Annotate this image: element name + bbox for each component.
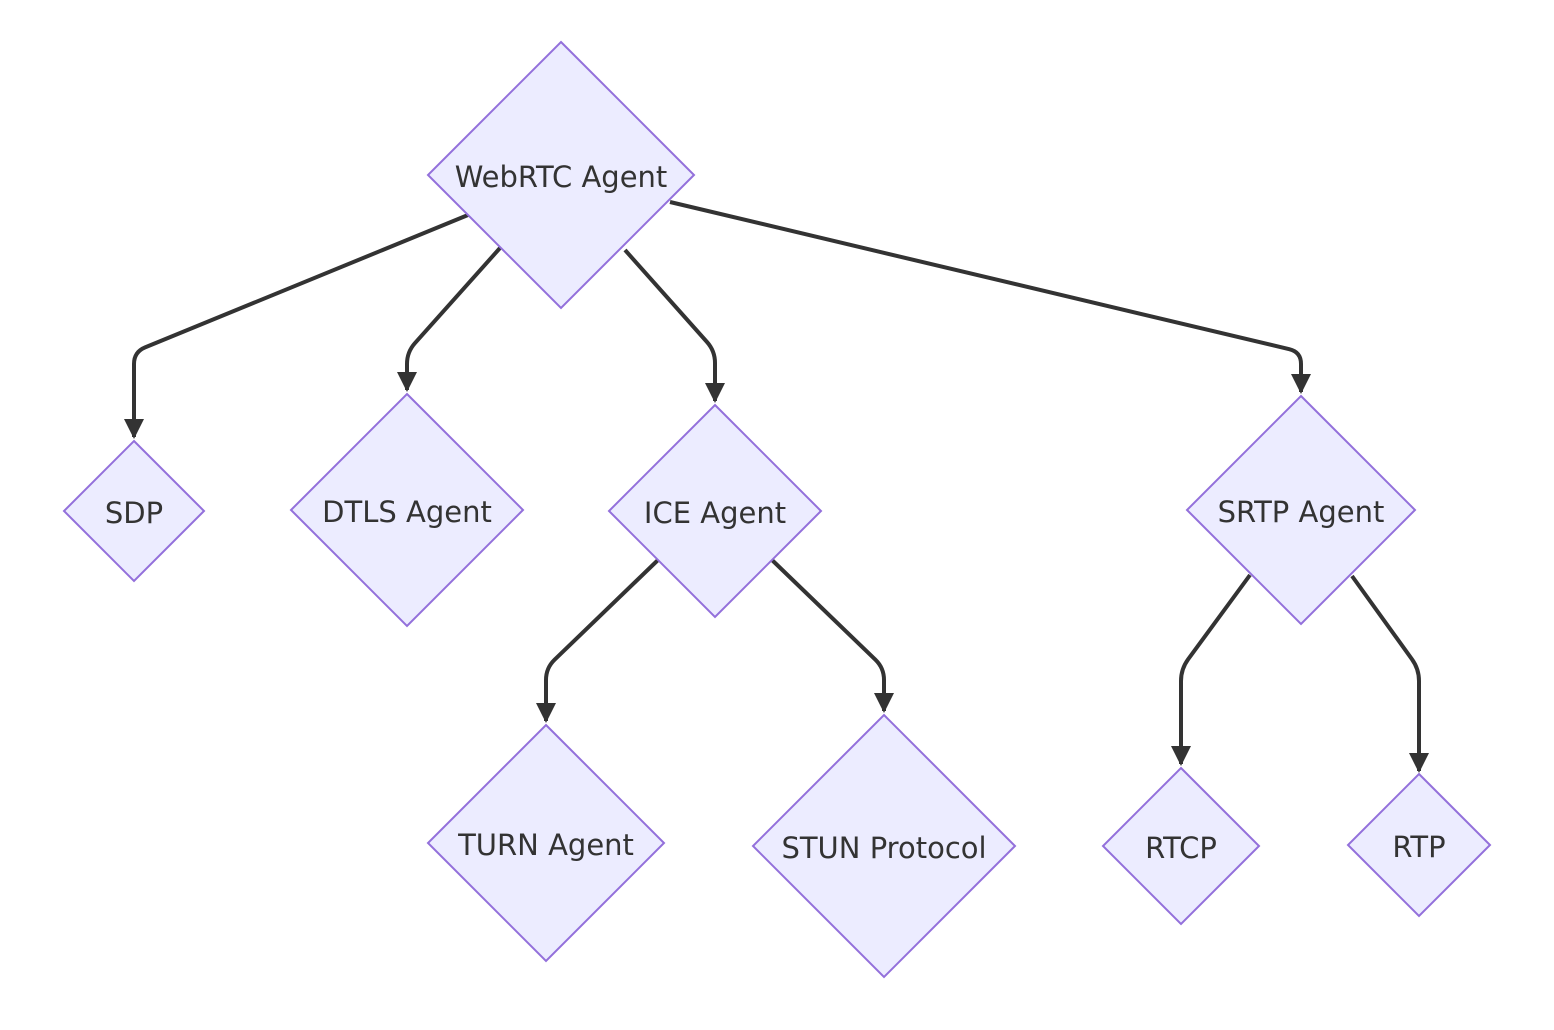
node-label-turn-agent: TURN Agent [457,828,634,862]
node-label-dtls-agent: DTLS Agent [322,495,492,529]
edge-webrtc-to-sdp [124,213,469,439]
node-sdp: SDP [62,439,206,583]
edge-srtp-to-rtcp [1171,573,1252,766]
node-label-rtp: RTP [1392,830,1445,864]
diamond-ice-agent [607,403,823,619]
diamond-webrtc-agent [426,40,696,310]
node-turn-agent: TURN Agent [426,723,666,963]
node-label-sdp: SDP [105,496,163,530]
diamond-rtp [1346,772,1492,918]
diamond-srtp-agent [1185,394,1417,626]
node-ice-agent: ICE Agent [607,403,823,619]
node-rtp: RTP [1346,772,1492,918]
node-label-ice-agent: ICE Agent [644,496,786,530]
diamond-turn-agent [426,723,666,963]
edge-webrtc-to-ice [623,248,725,403]
edge-webrtc-to-srtp [669,200,1311,394]
diamond-sdp [62,439,206,583]
node-group: WebRTC Agent SDP DTLS Agent ICE Agent SR… [62,40,1492,979]
edge-ice-to-turn [536,558,660,723]
diamond-rtcp [1101,766,1261,926]
node-rtcp: RTCP [1101,766,1261,926]
edge-srtp-to-rtp [1350,574,1429,773]
node-label-webrtc-agent: WebRTC Agent [455,160,668,194]
edge-webrtc-to-dtls [397,246,502,392]
edge-group [124,200,1429,773]
node-label-srtp-agent: SRTP Agent [1218,495,1385,529]
node-webrtc-agent: WebRTC Agent [426,40,696,310]
node-stun-protocol: STUN Protocol [751,713,1017,979]
node-label-rtcp: RTCP [1145,831,1217,865]
diamond-dtls-agent [289,392,525,628]
node-label-stun-protocol: STUN Protocol [781,831,986,865]
edge-ice-to-stun [770,558,894,713]
diamond-stun-protocol [751,713,1017,979]
node-dtls-agent: DTLS Agent [289,392,525,628]
node-srtp-agent: SRTP Agent [1185,394,1417,626]
